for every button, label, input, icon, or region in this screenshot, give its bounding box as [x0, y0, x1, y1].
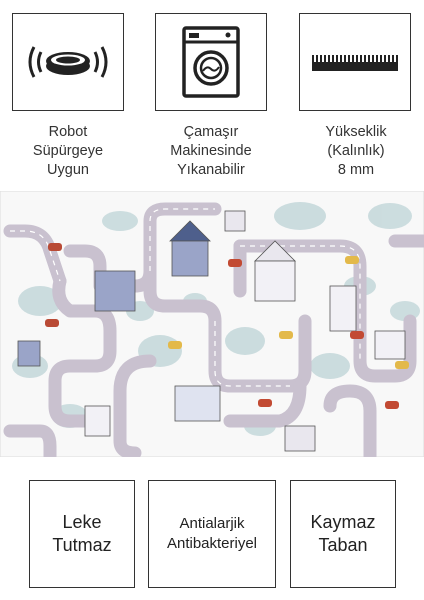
feature-line: Antibakteriyel — [166, 535, 258, 552]
robot-vacuum-caption: Robot Süpürgeye Uygun — [0, 123, 136, 180]
feature-line: Taban — [318, 535, 368, 555]
stain-resistant-box: Leke Tutmaz — [29, 480, 135, 588]
caption-line: Uygun — [47, 162, 89, 178]
feature-line: Tutmaz — [52, 535, 112, 555]
robot-vacuum-icon — [28, 46, 108, 78]
non-slip-base-box: Kaymaz Taban — [290, 480, 396, 588]
pile-height-icon — [312, 55, 398, 71]
caption-line: Makinesinde — [170, 143, 252, 159]
caption-line: Süpürgeye — [32, 143, 104, 159]
caption-line: Çamaşır — [183, 124, 239, 140]
caption-line: Yıkanabilir — [177, 162, 245, 178]
rug-pattern-image — [0, 191, 424, 457]
feature-line: Kaymaz — [310, 512, 376, 532]
pile-height-caption: Yükseklik (Kalınlık) 8 mm — [288, 123, 424, 180]
washing-machine-caption: Çamaşır Makinesinde Yıkanabilir — [143, 123, 279, 180]
feature-line: Leke — [62, 512, 102, 532]
washing-machine-icon — [182, 26, 240, 98]
washing-machine-box — [155, 13, 267, 111]
caption-line: (Kalınlık) — [327, 143, 385, 159]
caption-line: Yükseklik — [325, 124, 387, 140]
caption-line: Robot — [48, 124, 88, 140]
robot-vacuum-box — [12, 13, 124, 111]
caption-line: 8 mm — [337, 162, 375, 178]
pile-height-box — [299, 13, 411, 111]
antiallergic-box: Antialarjik Antibakteriyel — [148, 480, 276, 588]
feature-line: Antialarjik — [179, 515, 245, 532]
